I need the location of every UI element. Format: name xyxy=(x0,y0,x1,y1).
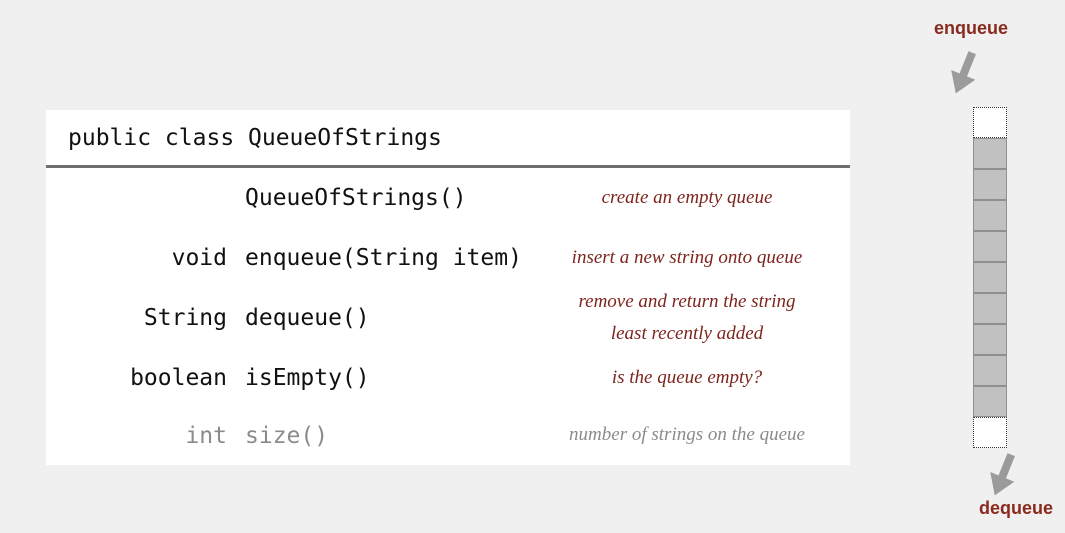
method-description: remove and return the string least recen… xyxy=(578,290,796,344)
queue-cell-filled xyxy=(973,293,1007,324)
queue-cell-filled xyxy=(973,200,1007,231)
method-signature: size() xyxy=(245,422,329,449)
queue-cell-filled xyxy=(973,355,1007,386)
queue-cell-filled xyxy=(973,324,1007,355)
queue-cell-filled xyxy=(973,169,1007,200)
queue-cell-empty-bottom xyxy=(973,417,1007,448)
queue-cell-filled xyxy=(973,262,1007,293)
api-method-list: QueueOfStrings() create an empty queue v… xyxy=(46,168,850,463)
enqueue-arrow-icon xyxy=(951,51,976,94)
queue-array xyxy=(973,107,1007,448)
api-row-size: int size() number of strings on the queu… xyxy=(46,408,850,463)
return-type: String xyxy=(143,305,227,331)
api-row-isempty: boolean isEmpty() is the queue empty? xyxy=(46,348,850,408)
return-type: boolean xyxy=(130,365,227,391)
method-description: create an empty queue xyxy=(601,186,773,208)
queue-cell-filled xyxy=(973,386,1007,417)
method-signature: enqueue(String item) xyxy=(245,245,522,271)
dequeue-label: dequeue xyxy=(978,498,1053,518)
queue-cell-filled xyxy=(973,138,1007,169)
api-row-constructor: QueueOfStrings() create an empty queue xyxy=(46,168,850,228)
api-row-enqueue: void enqueue(String item) insert a new s… xyxy=(46,228,850,288)
return-type: void xyxy=(171,245,227,271)
method-signature: dequeue() xyxy=(245,305,370,331)
enqueue-label: enqueue xyxy=(933,18,1008,38)
method-description: is the queue empty? xyxy=(611,366,763,388)
method-signature: QueueOfStrings() xyxy=(245,185,467,211)
method-description: number of strings on the queue xyxy=(569,424,805,446)
return-type: int xyxy=(185,422,227,449)
dequeue-arrow-icon xyxy=(990,453,1015,496)
method-signature: isEmpty() xyxy=(245,365,370,391)
class-declaration: public class QueueOfStrings xyxy=(46,110,850,168)
queue-cell-filled xyxy=(973,231,1007,262)
method-description: insert a new string onto queue xyxy=(571,246,803,268)
api-row-dequeue: String dequeue() remove and return the s… xyxy=(46,288,850,348)
api-panel: public class QueueOfStrings QueueOfStrin… xyxy=(46,110,850,465)
queue-cell-empty-top xyxy=(973,107,1007,138)
